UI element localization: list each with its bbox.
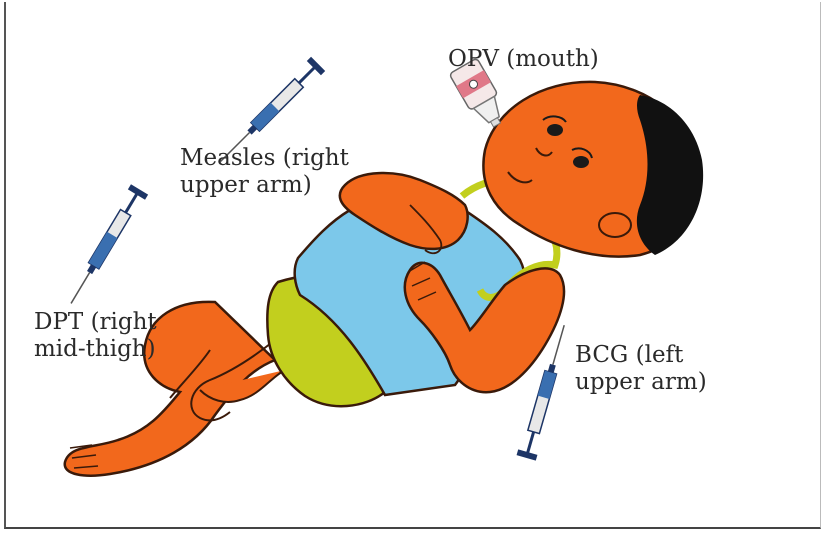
label-dpt-line-2: mid-thigh) (34, 336, 157, 363)
baby-head (483, 82, 703, 257)
label-opv-line-1: OPV (mouth) (448, 46, 599, 73)
label-bcg: BCG (left upper arm) (575, 342, 707, 396)
label-dpt: DPT (right mid-thigh) (34, 309, 157, 363)
label-measles: Measles (right upper arm) (180, 145, 349, 199)
label-dpt-line-1: DPT (right (34, 309, 157, 336)
label-measles-line-1: Measles (right (180, 145, 349, 172)
label-measles-line-2: upper arm) (180, 172, 349, 199)
label-bcg-line-1: BCG (left (575, 342, 707, 369)
label-bcg-line-2: upper arm) (575, 369, 707, 396)
syringe-dpt (62, 184, 148, 308)
label-opv: OPV (mouth) (448, 46, 599, 73)
